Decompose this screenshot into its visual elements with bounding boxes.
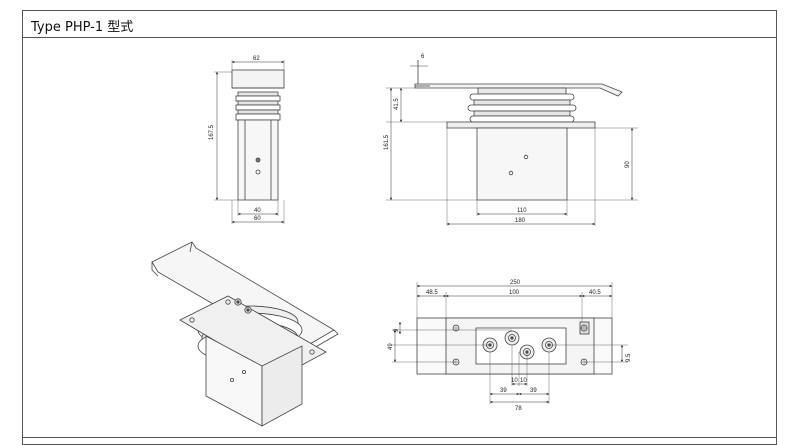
plan-view — [392, 282, 628, 404]
iso-body-side — [261, 345, 303, 427]
front-port-2 — [255, 169, 261, 175]
front-top-plate — [231, 69, 285, 89]
dim-front-height: 167.5 — [209, 124, 215, 140]
dim-plan-v-9-5: 9.5 — [626, 353, 632, 362]
title-bar: Type PHP-1 型式 — [23, 11, 776, 38]
dim-side-90: 90 — [625, 161, 631, 168]
side-body — [476, 127, 568, 201]
dim-side-180: 180 — [515, 218, 526, 224]
dim-plan-v-49: 49 — [388, 343, 394, 350]
side-bellows — [467, 93, 577, 123]
dim-plan-b-39b: 39 — [530, 388, 537, 394]
dim-side-41-5: 41.5 — [394, 98, 400, 110]
dim-front-bottom-inner: 40 — [254, 208, 261, 214]
dim-front-bottom-outer: 60 — [254, 216, 261, 222]
drawing-frame: Type PHP-1 型式 — [22, 10, 777, 445]
front-port-1 — [255, 157, 261, 163]
dim-side-110: 110 — [517, 208, 527, 214]
dim-plan-left: 48.5 — [426, 290, 438, 296]
front-bellows — [235, 91, 281, 121]
dim-side-top-small: 6 — [421, 54, 425, 60]
dim-side-161-5: 161.5 — [384, 134, 390, 150]
dim-plan-overall: 250 — [510, 280, 521, 286]
dim-plan-b-10a: 10 — [511, 378, 518, 384]
side-port-2 — [508, 170, 514, 176]
side-view — [386, 60, 638, 226]
dim-plan-right: 40.5 — [589, 290, 601, 296]
bottom-strip — [23, 437, 776, 444]
dim-front-top-width: 62 — [253, 56, 260, 62]
dim-plan-b-39a: 39 — [500, 388, 507, 394]
page-title: Type PHP-1 型式 — [31, 20, 134, 35]
side-base-plate — [446, 121, 596, 129]
dim-plan-middle: 100 — [509, 290, 520, 296]
front-view — [214, 60, 285, 224]
dim-plan-b-10b: 10 — [520, 378, 527, 384]
dim-plan-b-78: 78 — [515, 406, 522, 412]
side-port-1 — [523, 154, 529, 160]
isometric-view — [151, 241, 339, 427]
dim-plan-v-9: 9 — [394, 328, 400, 332]
